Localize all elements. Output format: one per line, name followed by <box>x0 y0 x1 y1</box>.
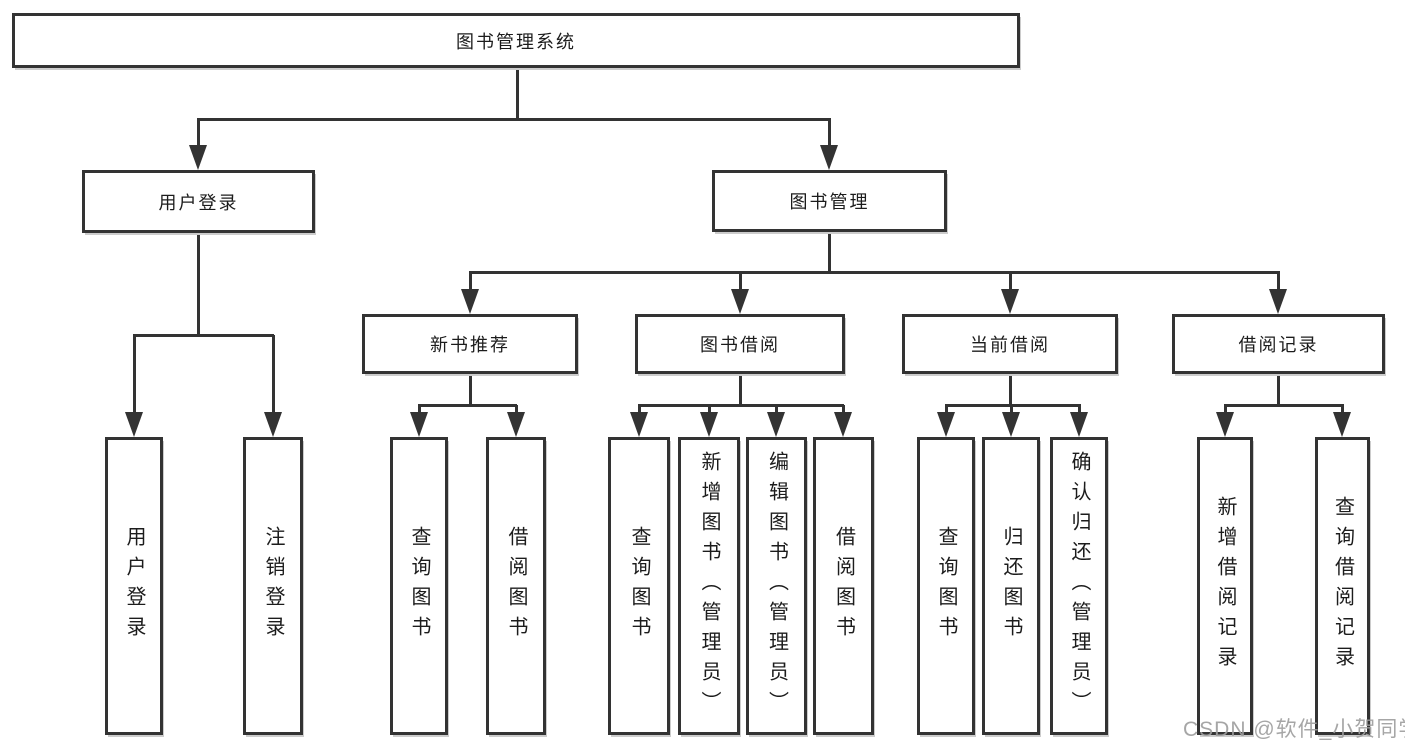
node-label: 借阅记录 <box>1238 335 1319 355</box>
connector-horizontal-line <box>469 271 1280 274</box>
node-label: 查询借阅记录 <box>1331 496 1354 676</box>
leaf-query-books-current: 查询图书 <box>917 437 975 735</box>
connector-arrow-stem <box>418 405 421 414</box>
connector-arrow-stem <box>842 405 845 414</box>
node-label: 图书借阅 <box>700 335 780 355</box>
leaf-return-book: 归还图书 <box>982 437 1040 735</box>
node-label: 新增借阅记录 <box>1214 496 1236 676</box>
leaf-query-books-recommend: 查询图书 <box>390 437 448 735</box>
connector-vertical-line <box>516 68 519 121</box>
node-label: 注销登录 <box>262 526 284 646</box>
connector-horizontal-line <box>197 118 831 121</box>
connector-vertical-line <box>828 232 831 274</box>
node-new-book-recommend: 新书推荐 <box>362 314 578 374</box>
node-label: 图书管理系统 <box>456 31 576 52</box>
connector-arrow-stem <box>638 405 641 414</box>
arrow-down-icon <box>834 412 852 437</box>
leaf-logout: 注销登录 <box>243 437 303 735</box>
arrow-down-icon <box>630 412 648 437</box>
node-label: 查询图书 <box>628 526 650 646</box>
leaf-add-book-admin: 新增图书（管理员） <box>678 437 740 735</box>
arrow-down-icon <box>1216 412 1234 437</box>
arrow-down-icon <box>767 412 785 437</box>
connector-arrow-stem <box>1078 405 1081 414</box>
arrow-down-icon <box>1269 289 1287 314</box>
connector-arrow-stem <box>133 335 136 414</box>
node-borrow-records: 借阅记录 <box>1172 314 1385 374</box>
node-user-login: 用户登录 <box>82 170 315 233</box>
arrow-down-icon <box>507 412 525 437</box>
connector-arrow-stem <box>1224 405 1227 414</box>
leaf-query-books-borrow: 查询图书 <box>608 437 670 735</box>
node-library-management-system: 图书管理系统 <box>12 13 1020 68</box>
node-label: 确认归还（管理员） <box>1068 451 1090 721</box>
leaf-borrow-books: 借阅图书 <box>813 437 874 735</box>
node-label: 新增图书（管理员） <box>698 451 720 721</box>
connector-arrow-stem <box>708 405 711 414</box>
connector-horizontal-line <box>133 334 274 337</box>
node-label: 查询图书 <box>408 526 430 646</box>
leaf-user-login: 用户登录 <box>105 437 163 735</box>
connector-vertical-line <box>469 374 472 407</box>
arrow-down-icon <box>189 145 207 170</box>
node-label: 查询图书 <box>935 526 957 646</box>
arrow-down-icon <box>1333 412 1351 437</box>
connector-vertical-line <box>739 374 742 407</box>
connector-arrow-stem <box>945 405 948 414</box>
connector-arrow-stem <box>515 405 518 414</box>
node-label: 借阅图书 <box>505 526 527 646</box>
connector-horizontal-line <box>418 404 517 407</box>
leaf-confirm-return-admin: 确认归还（管理员） <box>1050 437 1108 735</box>
leaf-borrow-books-recommend: 借阅图书 <box>486 437 546 735</box>
arrow-down-icon <box>1002 412 1020 437</box>
connector-arrow-stem <box>469 272 472 291</box>
connector-arrow-stem <box>1010 405 1013 414</box>
arrow-down-icon <box>731 289 749 314</box>
node-book-management: 图书管理 <box>712 170 947 232</box>
node-label: 归还图书 <box>1000 526 1022 646</box>
node-label: 当前借阅 <box>970 335 1050 355</box>
arrow-down-icon <box>700 412 718 437</box>
connector-horizontal-line <box>638 404 844 407</box>
connector-horizontal-line <box>945 404 1081 407</box>
node-label: 新书推荐 <box>430 335 510 355</box>
connector-arrow-stem <box>1009 272 1012 291</box>
leaf-edit-book-admin: 编辑图书（管理员） <box>746 437 807 735</box>
connector-arrow-stem <box>197 119 200 147</box>
arrow-down-icon <box>820 145 838 170</box>
connector-arrow-stem <box>1277 272 1280 291</box>
connector-arrow-stem <box>828 119 831 147</box>
arrow-down-icon <box>125 412 143 437</box>
connector-arrow-stem <box>272 335 275 414</box>
watermark: CSDN @软件_小贺同学 <box>1183 718 1405 741</box>
arrow-down-icon <box>1070 412 1088 437</box>
node-current-borrow: 当前借阅 <box>902 314 1118 374</box>
connector-vertical-line <box>1009 374 1012 407</box>
connector-horizontal-line <box>1224 404 1344 407</box>
leaf-add-borrow-record: 新增借阅记录 <box>1197 437 1253 735</box>
node-label: 用户登录 <box>158 192 239 213</box>
arrow-down-icon <box>937 412 955 437</box>
arrow-down-icon <box>1001 289 1019 314</box>
node-label: 用户登录 <box>123 526 145 646</box>
leaf-query-borrow-record: 查询借阅记录 <box>1315 437 1370 735</box>
node-label: 借阅图书 <box>832 526 855 646</box>
node-label: 编辑图书（管理员） <box>765 451 788 721</box>
arrow-down-icon <box>461 289 479 314</box>
connector-vertical-line <box>1277 374 1280 407</box>
node-book-borrow: 图书借阅 <box>635 314 845 374</box>
connector-arrow-stem <box>739 272 742 291</box>
connector-arrow-stem <box>1341 405 1344 414</box>
arrow-down-icon <box>410 412 428 437</box>
connector-arrow-stem <box>775 405 778 414</box>
arrow-down-icon <box>264 412 282 437</box>
node-label: 图书管理 <box>789 192 870 212</box>
connector-vertical-line <box>197 233 200 337</box>
